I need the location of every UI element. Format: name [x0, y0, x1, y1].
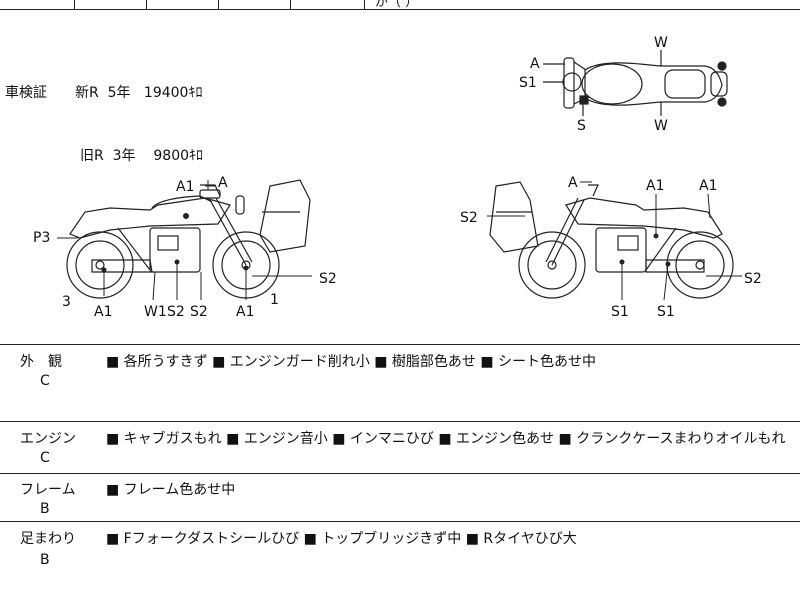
section-suspension: 足まわり B ■ Fフォークダストシールひび ■ トップブリッジきず中 ■ Rタ… — [0, 522, 800, 600]
label-top-s1: S1 — [519, 75, 537, 91]
label-left-s2-b: S2 — [190, 304, 208, 320]
section-title: 外 観 — [20, 354, 62, 370]
label-right-a-top: A — [568, 175, 578, 191]
column-divider — [290, 0, 291, 9]
section-items: ■ 各所うすきず ■ エンジンガード削れ小 ■ 樹脂部色あせ ■ シート色あせ中 — [106, 354, 597, 370]
section-grade: C — [40, 450, 50, 466]
section-items: ■ Fフォークダストシールひび ■ トップブリッジきず中 ■ Rタイヤひび大 — [106, 531, 577, 547]
label-left-3: 3 — [62, 294, 71, 310]
label-right-s1-right: S1 — [657, 304, 675, 320]
label-left-s2-right: S2 — [319, 271, 337, 287]
section-frame: フレーム B ■ フレーム色あせ中 — [0, 474, 800, 522]
label-top-a: A — [530, 56, 540, 72]
label-right-s1-left: S1 — [611, 304, 629, 320]
label-right-a1-mid: A1 — [646, 178, 664, 194]
label-right-s2-right: S2 — [744, 271, 762, 287]
inspection-info: 車検証新R 5年 19400ｷﾛ 旧R 3年 9800ｷﾛ — [5, 41, 203, 209]
left-view-leaders — [57, 180, 312, 301]
section-items: ■ フレーム色あせ中 — [106, 482, 236, 498]
label-top-w-upper: W — [654, 35, 668, 51]
label-right-a1-right: A1 — [699, 178, 717, 194]
section-grade: C — [40, 373, 50, 389]
column-divider — [218, 0, 219, 9]
damage-diagram-panel: 車検証新R 5年 19400ｷﾛ 旧R 3年 9800ｷﾛ — [0, 10, 800, 345]
inspection-row-old: 旧R 3年 9800ｷﾛ — [80, 148, 204, 164]
right-view-motorcycle — [489, 181, 734, 299]
section-items: ■ キャブガスもれ ■ エンジン音小 ■ インマニひび ■ エンジン色あせ ■ … — [106, 431, 786, 447]
motorcycle-diagram: A S1 S W W — [33, 35, 762, 320]
section-title: フレーム — [20, 482, 76, 498]
column-divider — [74, 0, 75, 9]
label-left-a1-bottom-left: A1 — [94, 304, 112, 320]
label-top-w-lower: W — [654, 118, 668, 134]
inspection-label: 車検証 — [5, 85, 47, 101]
section-engine: エンジン C ■ キャブガスもれ ■ エンジン音小 ■ インマニひび ■ エンジ… — [0, 422, 800, 474]
section-title: エンジン — [20, 431, 76, 447]
label-top-s: S — [577, 118, 586, 134]
label-left-a1-top: A1 — [176, 179, 194, 195]
section-exterior: 外 観 C ■ 各所うすきず ■ エンジンガード削れ小 ■ 樹脂部色あせ ■ シ… — [0, 345, 800, 422]
label-left-a1-bottom-right: A1 — [236, 304, 254, 320]
section-grade: B — [40, 552, 50, 568]
top-view-motorcycle — [543, 50, 728, 116]
right-view-leaders — [487, 181, 742, 301]
table-header-strip: が（ ） — [0, 0, 800, 10]
section-title: 足まわり — [20, 531, 76, 547]
label-right-s2-left: S2 — [460, 210, 478, 226]
label-left-1: 1 — [270, 292, 279, 308]
label-left-w1: W1 — [144, 304, 167, 320]
section-grade: B — [40, 501, 50, 517]
header-fragment: が（ ） — [375, 0, 419, 10]
label-left-a-top: A — [218, 175, 228, 191]
left-view-motorcycle — [66, 179, 311, 299]
column-divider — [364, 0, 365, 9]
inspection-row-new: 車検証新R 5年 19400ｷﾛ — [5, 83, 203, 104]
label-left-s2-a: S2 — [167, 304, 185, 320]
column-divider — [146, 0, 147, 9]
label-left-p3: P3 — [33, 230, 50, 246]
